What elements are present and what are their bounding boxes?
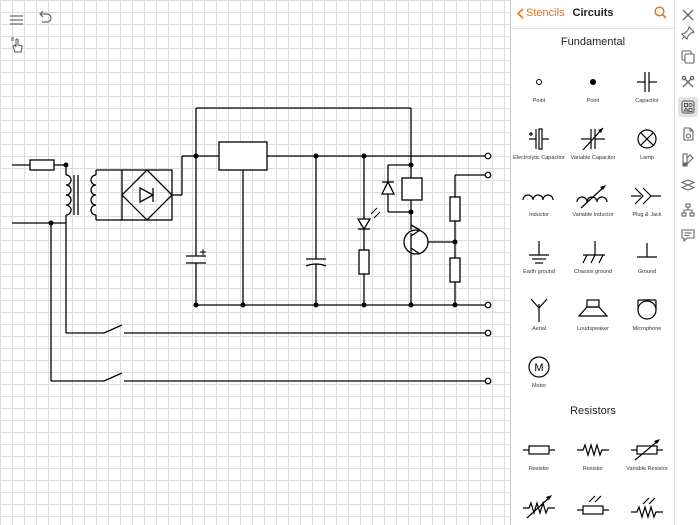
stencil-photoresistor-zigzag[interactable] <box>620 492 674 520</box>
right-tool-rail <box>674 0 700 525</box>
inductor-icon <box>522 194 554 201</box>
resistor-zigzag-icon <box>577 442 609 458</box>
stencil-panel: Stencils Circuits Fundamental Point Poin… <box>510 0 675 525</box>
section-title-resistors: Resistors <box>570 405 616 417</box>
stencil-motor[interactable]: M Motor <box>512 353 566 389</box>
section-title-fundamental: Fundamental <box>560 36 626 48</box>
pin-icon[interactable] <box>678 23 698 43</box>
stencil-electrolytic-capacitor[interactable]: Electrolytic Capacitor <box>512 125 566 161</box>
layers-icon[interactable] <box>678 175 698 195</box>
stencil-photoresistor-box[interactable] <box>566 492 620 520</box>
panel-header: Stencils Circuits <box>511 0 675 29</box>
capacitor-icon <box>637 72 657 92</box>
stencil-variable-resistor-zigzag[interactable] <box>512 492 566 520</box>
stencils-icon[interactable] <box>678 97 698 117</box>
aerial-icon <box>530 298 548 322</box>
duplicate-icon[interactable] <box>678 47 698 67</box>
variable-capacitor-icon <box>581 127 605 151</box>
ground-icon <box>637 243 657 258</box>
stencil-ground[interactable]: Ground <box>620 239 674 275</box>
point-open-icon <box>536 79 542 85</box>
photoresistor-zigzag-icon <box>631 497 663 520</box>
stencil-point-open[interactable]: Point <box>512 68 566 104</box>
stencil-loudspeaker[interactable]: Loudspeaker <box>566 296 620 332</box>
stencil-resistor-box[interactable]: Resistor <box>512 436 566 472</box>
stencil-point-filled[interactable]: Point <box>566 68 620 104</box>
variable-inductor-icon <box>576 185 608 209</box>
stencil-earth-ground[interactable]: Earth ground <box>512 239 566 275</box>
lamp-icon <box>637 129 657 149</box>
stencil-variable-capacitor[interactable]: Variable Capacitor <box>566 125 620 161</box>
stencil-variable-resistor[interactable]: Variable Resistor <box>620 436 674 472</box>
chassis-ground-icon <box>582 241 605 264</box>
variable-resistor-icon <box>631 439 663 461</box>
svg-text:M: M <box>534 362 543 374</box>
undo-icon[interactable] <box>38 10 52 28</box>
close-icon[interactable] <box>678 5 698 25</box>
back-button[interactable]: Stencils <box>517 7 565 19</box>
point-filled-icon <box>590 79 596 85</box>
stencil-capacitor[interactable]: Capacitor <box>620 68 674 104</box>
menu-icon[interactable] <box>10 12 23 30</box>
stencil-resistor-zigzag[interactable]: Resistor <box>566 436 620 472</box>
page-icon[interactable] <box>678 124 698 144</box>
panel-title: Circuits <box>572 7 614 19</box>
photoresistor-box-icon <box>577 495 609 515</box>
resistor-box-icon <box>523 445 555 455</box>
stencil-inductor[interactable]: Inductor <box>512 182 566 218</box>
style-icon[interactable] <box>678 150 698 170</box>
variable-resistor-zigzag-icon <box>523 495 555 519</box>
touch-select-icon[interactable] <box>10 37 24 58</box>
stencil-variable-inductor[interactable]: Variable Inductor <box>566 182 620 218</box>
stencil-lamp[interactable]: Lamp <box>620 125 674 161</box>
motor-icon: M <box>528 356 550 378</box>
hierarchy-icon[interactable] <box>678 200 698 220</box>
stencil-aerial[interactable]: Aerial <box>512 296 566 332</box>
circuit-diagram[interactable] <box>0 0 510 525</box>
back-button-label: Stencils <box>526 7 565 19</box>
earth-ground-icon <box>529 241 549 264</box>
stencil-plug-jack[interactable]: Plug & Jack <box>620 182 674 218</box>
plug-jack-icon <box>631 187 661 205</box>
loudspeaker-icon <box>577 299 609 317</box>
microphone-icon <box>637 299 657 320</box>
search-icon[interactable] <box>654 6 667 24</box>
chevron-left-icon <box>517 7 524 19</box>
stencil-chassis-ground[interactable]: Chassis ground <box>566 239 620 275</box>
drawing-canvas[interactable] <box>0 0 510 525</box>
electrolytic-capacitor-icon <box>529 128 549 150</box>
tools-icon[interactable] <box>678 72 698 92</box>
stencil-microphone[interactable]: Microphone <box>620 296 674 332</box>
comment-icon[interactable] <box>678 225 698 245</box>
